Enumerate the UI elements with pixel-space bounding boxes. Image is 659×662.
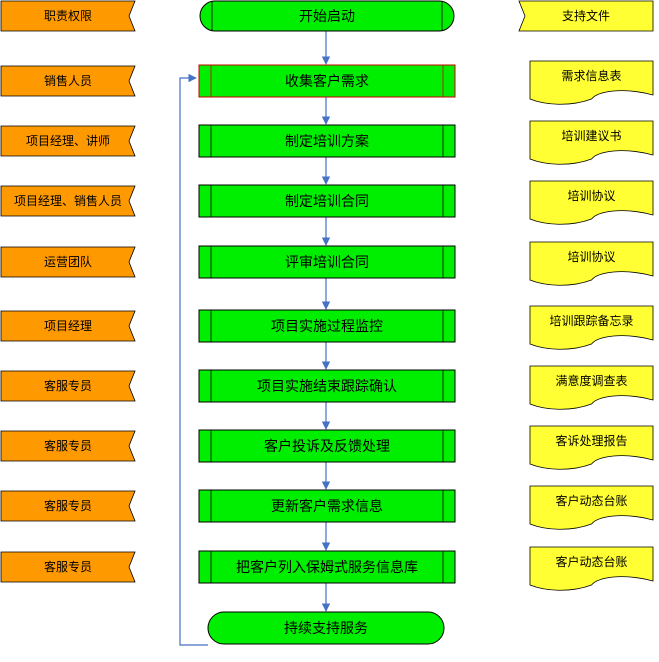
role-label: 运营团队 [44,254,92,269]
role-label: 项目经理、讲师 [26,133,110,148]
role-label: 项目经理 [44,319,92,333]
doc-header: 支持文件 [518,0,654,32]
role-label: 客服专员 [44,498,92,513]
role-tag: 项目经理 [0,310,136,342]
role-label: 客服专员 [44,559,92,574]
role-header-label: 职责权限 [44,9,92,23]
document-label: 培训跟踪备忘录 [549,313,633,328]
process-step-label: 更新客户需求信息 [271,498,383,515]
role-tag: 运营团队 [0,246,136,278]
process-step: 评审培训合同 [198,245,456,279]
process-step-label: 收集客户需求 [285,73,369,90]
process-step: 制定培训方案 [198,124,456,158]
document-label: 需求信息表 [561,68,621,83]
process-step-label: 把客户列入保姆式服务信息库 [236,559,418,576]
process-step: 更新客户需求信息 [198,489,456,523]
doc-header-label: 支持文件 [562,8,610,23]
role-column: 销售人员项目经理、讲师项目经理、销售人员运营团队项目经理客服专员客服专员客服专员… [0,65,136,583]
document-shape: 培训协议 [529,241,654,286]
document-label: 客户动态台账 [555,554,627,569]
process-step: 制定培训合同 [198,184,456,218]
role-label: 项目经理、销售人员 [14,193,122,208]
role-tag: 客服专员 [0,490,136,522]
loop-back-connector [179,73,208,646]
document-shape: 培训协议 [529,180,654,225]
process-step-label: 制定培训合同 [285,194,369,210]
end-terminator: 持续支持服务 [207,611,445,645]
role-tag: 客服专员 [0,430,136,462]
process-step: 客户投诉及反馈处理 [198,429,456,463]
role-label: 客服专员 [44,378,92,393]
document-label: 培训协议 [567,188,615,203]
document-label: 培训协议 [567,249,615,264]
process-step-label: 制定培训方案 [285,133,369,150]
role-tag: 项目经理、讲师 [0,125,136,157]
role-tag: 客服专员 [0,551,136,583]
role-label: 销售人员 [44,73,92,88]
start-label: 开始启动 [299,9,355,25]
process-step-label: 项目实施结束跟踪确认 [257,379,397,395]
process-step: 项目实施结束跟踪确认 [198,369,456,403]
role-tag: 客服专员 [0,370,136,402]
document-shape: 客户动态台账 [529,485,654,530]
process-step: 把客户列入保姆式服务信息库 [198,550,456,584]
document-label: 培训建议书 [561,128,621,143]
document-shape: 需求信息表 [529,60,654,105]
process-step-label: 评审培训合同 [285,255,369,271]
document-shape: 培训跟踪备忘录 [529,305,654,350]
process-step: 项目实施过程监控 [198,309,456,343]
role-tag: 销售人员 [0,65,136,97]
process-step: 收集客户需求 [198,64,456,98]
document-shape: 培训建议书 [529,120,654,165]
process-step-label: 项目实施过程监控 [271,319,383,335]
end-label: 持续支持服务 [284,620,368,637]
document-shape: 满意度调查表 [529,365,654,410]
role-header: 职责权限 [0,0,136,32]
document-column: 需求信息表培训建议书培训协议培训协议培训跟踪备忘录满意度调查表客诉处理报告客户动… [529,60,654,591]
role-label: 客服专员 [44,438,92,453]
start-terminator: 开始启动 [199,0,455,32]
process-step-label: 客户投诉及反馈处理 [264,438,390,455]
document-label: 满意度调查表 [555,373,627,388]
role-tag: 项目经理、销售人员 [0,185,136,217]
document-label: 客诉处理报告 [555,433,627,448]
document-shape: 客户动态台账 [529,546,654,591]
document-shape: 客诉处理报告 [529,425,654,470]
process-steps: 收集客户需求制定培训方案制定培训合同评审培训合同项目实施过程监控项目实施结束跟踪… [198,64,456,584]
document-label: 客户动态台账 [555,493,627,508]
